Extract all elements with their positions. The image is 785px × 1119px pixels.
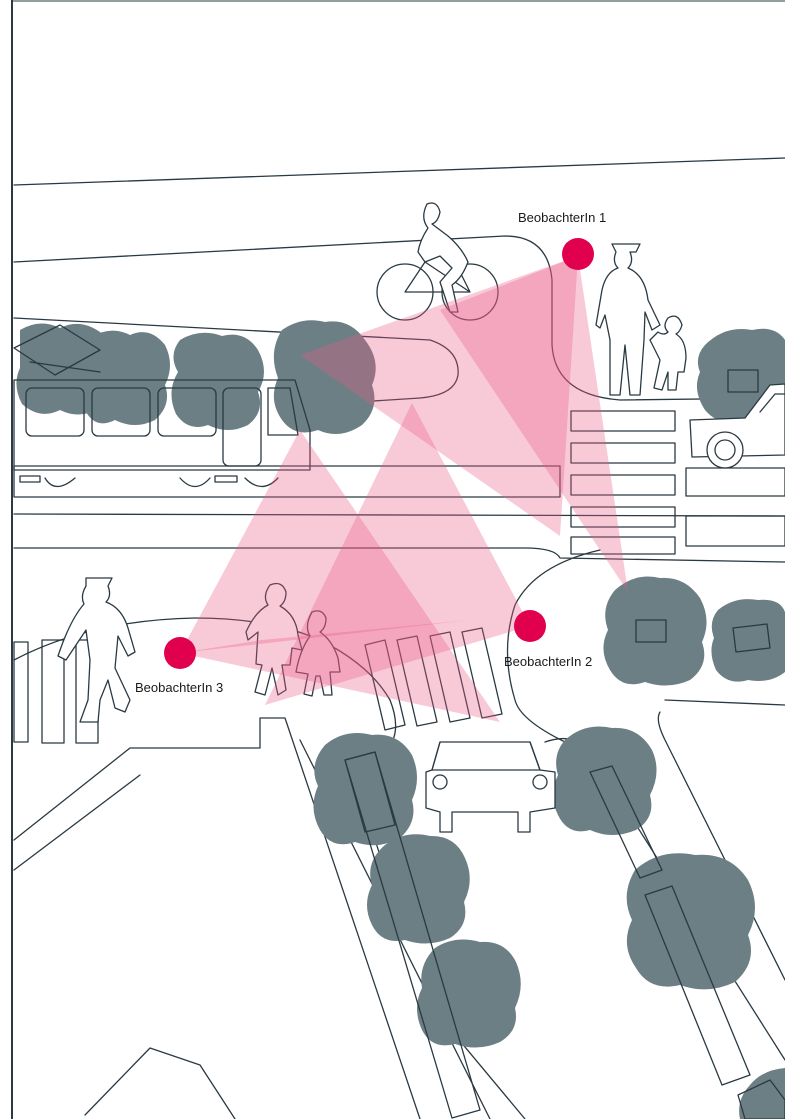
- observer-3-dot: [164, 637, 196, 669]
- tree-13: [739, 1068, 785, 1119]
- tree-6: [603, 576, 707, 686]
- crosswalk-right: [570, 410, 785, 555]
- view-cone-observer-1: [300, 256, 578, 536]
- pedestrians-center: [245, 582, 341, 697]
- observer-markers: BeobachterIn 1 BeobachterIn 2 Beobachter…: [135, 210, 606, 695]
- view-cone-observer-2: [265, 403, 530, 705]
- tram: [13, 324, 311, 488]
- view-cone-observer-3-b: [180, 620, 470, 653]
- tree-4: [273, 320, 376, 434]
- crosswalk-left: [13, 639, 99, 744]
- observer-2-label: BeobachterIn 2: [504, 654, 592, 669]
- cyclist: [376, 202, 499, 321]
- tree-11: [553, 726, 657, 835]
- view-cone-observer-1-b: [440, 256, 628, 592]
- view-cones: [180, 256, 628, 722]
- tree-7: [711, 599, 785, 682]
- car-right: [689, 383, 785, 469]
- tree-8: [313, 732, 417, 846]
- car-bottom: [425, 741, 556, 833]
- observer-3-label: BeobachterIn 3: [135, 680, 223, 695]
- parking-strips: [344, 369, 785, 1119]
- tree-9: [367, 834, 470, 944]
- pedestrian-left: [57, 577, 136, 723]
- tree-2: [80, 330, 170, 425]
- page-frame: [11, 0, 785, 1119]
- crosswalk-middle: [364, 627, 503, 731]
- pedestrians-top-right: [595, 243, 687, 396]
- observer-1-dot: [562, 238, 594, 270]
- tree-3: [171, 332, 264, 430]
- view-cone-observer-3: [180, 430, 500, 722]
- tree-12: [626, 853, 755, 990]
- observer-1-label: BeobachterIn 1: [518, 210, 606, 225]
- observer-2-dot: [514, 610, 546, 642]
- tree-10: [417, 939, 521, 1048]
- trees: [16, 320, 785, 1119]
